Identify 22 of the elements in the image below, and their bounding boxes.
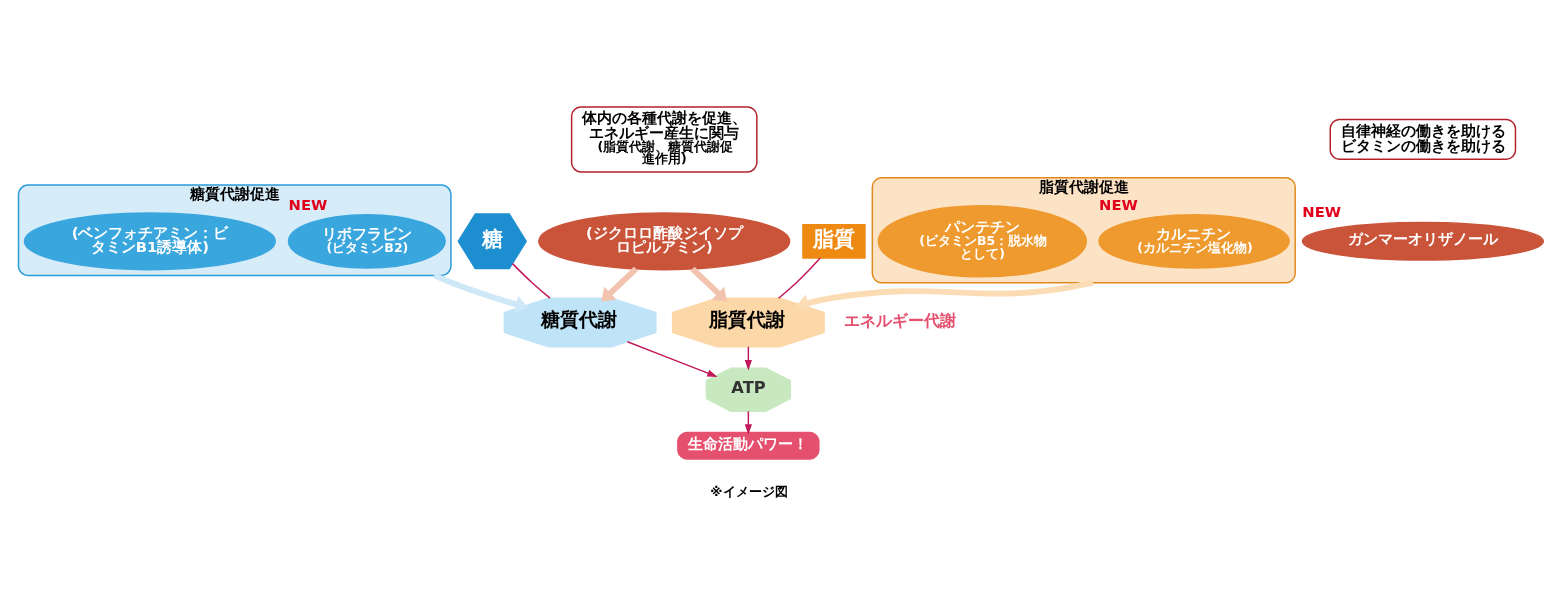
arrow [432,272,528,313]
node-label: NEW [1099,195,1138,213]
connector [777,257,821,299]
node-label: NEW [288,195,328,213]
node-box: 体内の各種代謝を促進、エネルギー産生に関与 (脂質代謝、糖質代謝促進作用) [570,106,758,173]
node-box: 生命活動パワー！ [677,431,820,460]
node-box: 自律神経の働きを助けるビタミンの働きを助ける [1329,118,1517,161]
arrow [626,340,718,377]
label: エネルギー代謝 [843,310,956,330]
connector [511,262,551,299]
arrow [601,266,638,302]
arrow [690,266,728,302]
node-label: NEW [1302,203,1342,221]
node-ellipse: カルニチン (カルニチン塩化物) [1098,213,1290,269]
node-ellipse: ガンマーオリザノール [1301,221,1544,261]
node-box: 脂質 [802,224,866,259]
node-ellipse: パンテチン (ビタミンB5：脱水物として) [877,205,1088,278]
arrow [795,279,1094,312]
node-ellipse: (ジクロロ酢酸ジイソプロピルアミン) [538,212,791,271]
node-ellipse: (ベンフォチアミン：ビタミンB1誘導体) [23,212,276,271]
label: ※イメージ図 [710,484,788,500]
node-ellipse: リボフラビン (ビタミンB2) [287,213,446,269]
